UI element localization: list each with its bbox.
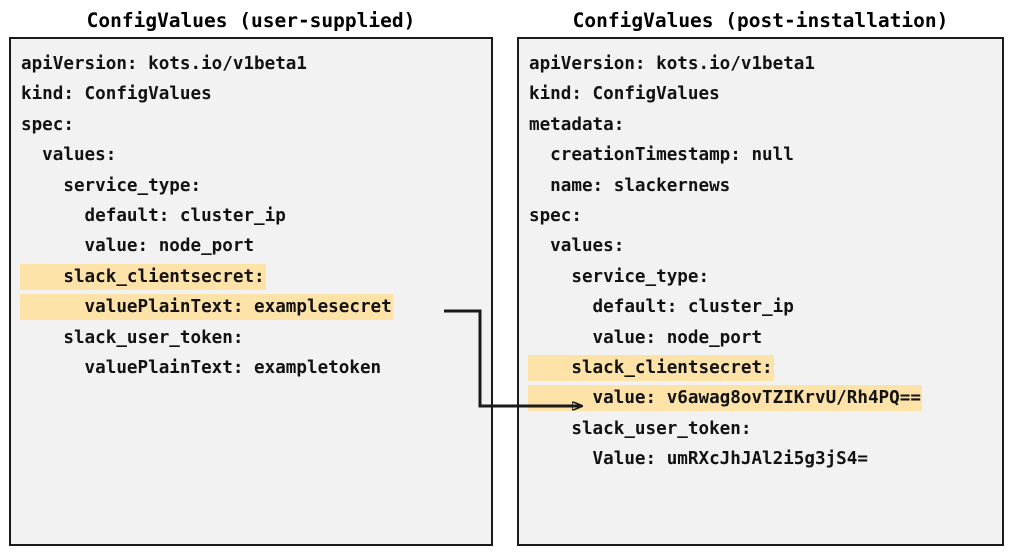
code-line-text: slack_user_token: [529, 418, 752, 439]
code-line: value: node_port [528, 323, 998, 353]
code-line-text: kind: ConfigValues [21, 84, 212, 105]
code-line: values: [528, 231, 998, 261]
code-line: valuePlainText: examplesecret [20, 292, 487, 322]
code-line: Value: umRXcJhJAl2i5g3jS4= [528, 444, 998, 474]
code-line-text: creationTimestamp: null [529, 145, 794, 166]
code-line-text: default: cluster_ip [529, 297, 794, 318]
code-line-text: spec: [529, 205, 582, 226]
code-line-text: spec: [21, 114, 74, 135]
code-line-text: slack_clientsecret: [528, 354, 774, 381]
code-line: slack_clientsecret: [528, 353, 998, 383]
code-line: creationTimestamp: null [528, 140, 998, 170]
code-line-text: metadata: [529, 114, 625, 135]
code-line-text: valuePlainText: exampletoken [21, 357, 382, 378]
code-line: metadata: [528, 110, 998, 140]
code-line-text: Value: umRXcJhJAl2i5g3jS4= [529, 449, 868, 470]
code-line-text: value: v6awag8ovTZIKrvU/Rh4PQ== [528, 385, 922, 412]
code-line-text: name: slackernews [529, 175, 731, 196]
code-line-text: service_type: [21, 175, 202, 196]
code-line: spec: [528, 201, 998, 231]
code-line: service_type: [528, 262, 998, 292]
code-line-text: slack_user_token: [21, 327, 244, 348]
panel-user-supplied: apiVersion: kots.io/v1beta1 kind: ConfigV… [9, 37, 493, 546]
code-line: slack_user_token: [528, 414, 998, 444]
code-line: slack_clientsecret: [20, 262, 487, 292]
code-block-user-supplied: apiVersion: kots.io/v1beta1 kind: ConfigV… [20, 49, 487, 383]
code-line: value: v6awag8ovTZIKrvU/Rh4PQ== [528, 383, 998, 413]
code-line: values: [20, 140, 487, 170]
code-line: kind: ConfigValues [528, 79, 998, 109]
panel-title-user-supplied: ConfigValues (user-supplied) [86, 9, 416, 32]
code-line-text: default: cluster_ip [21, 205, 286, 226]
code-line: apiVersion: kots.io/v1beta1 [528, 49, 998, 79]
code-line-text: values: [21, 145, 117, 166]
code-line-text: values: [529, 236, 625, 257]
panel-title-post-installation: ConfigValues (post-installation) [572, 9, 949, 32]
code-line: default: cluster_ip [528, 292, 998, 322]
code-line-text: apiVersion: kots.io/v1beta1 [21, 54, 307, 74]
code-line-text: value: node_port [529, 327, 763, 348]
code-line: value: node_port [20, 231, 487, 261]
code-line: spec: [20, 110, 487, 140]
code-line: default: cluster_ip [20, 201, 487, 231]
code-line-text: apiVersion: kots.io/v1beta1 [529, 54, 815, 74]
code-line: kind: ConfigValues [20, 79, 487, 109]
code-line: name: slackernews [528, 171, 998, 201]
code-line: slack_user_token: [20, 323, 487, 353]
code-line-text: kind: ConfigValues [529, 84, 720, 105]
code-line: service_type: [20, 171, 487, 201]
code-line: apiVersion: kots.io/v1beta1 [20, 49, 487, 79]
code-block-post-installation: apiVersion: kots.io/v1beta1 kind: ConfigV… [528, 49, 998, 474]
code-line-text: valuePlainText: examplesecret [20, 294, 393, 321]
code-line: valuePlainText: exampletoken [20, 353, 487, 383]
code-line-text: value: node_port [21, 236, 255, 257]
code-line-text: slack_clientsecret: [20, 263, 266, 290]
code-line-text: service_type: [529, 266, 710, 287]
panel-post-installation: apiVersion: kots.io/v1beta1 kind: ConfigV… [517, 37, 1004, 546]
